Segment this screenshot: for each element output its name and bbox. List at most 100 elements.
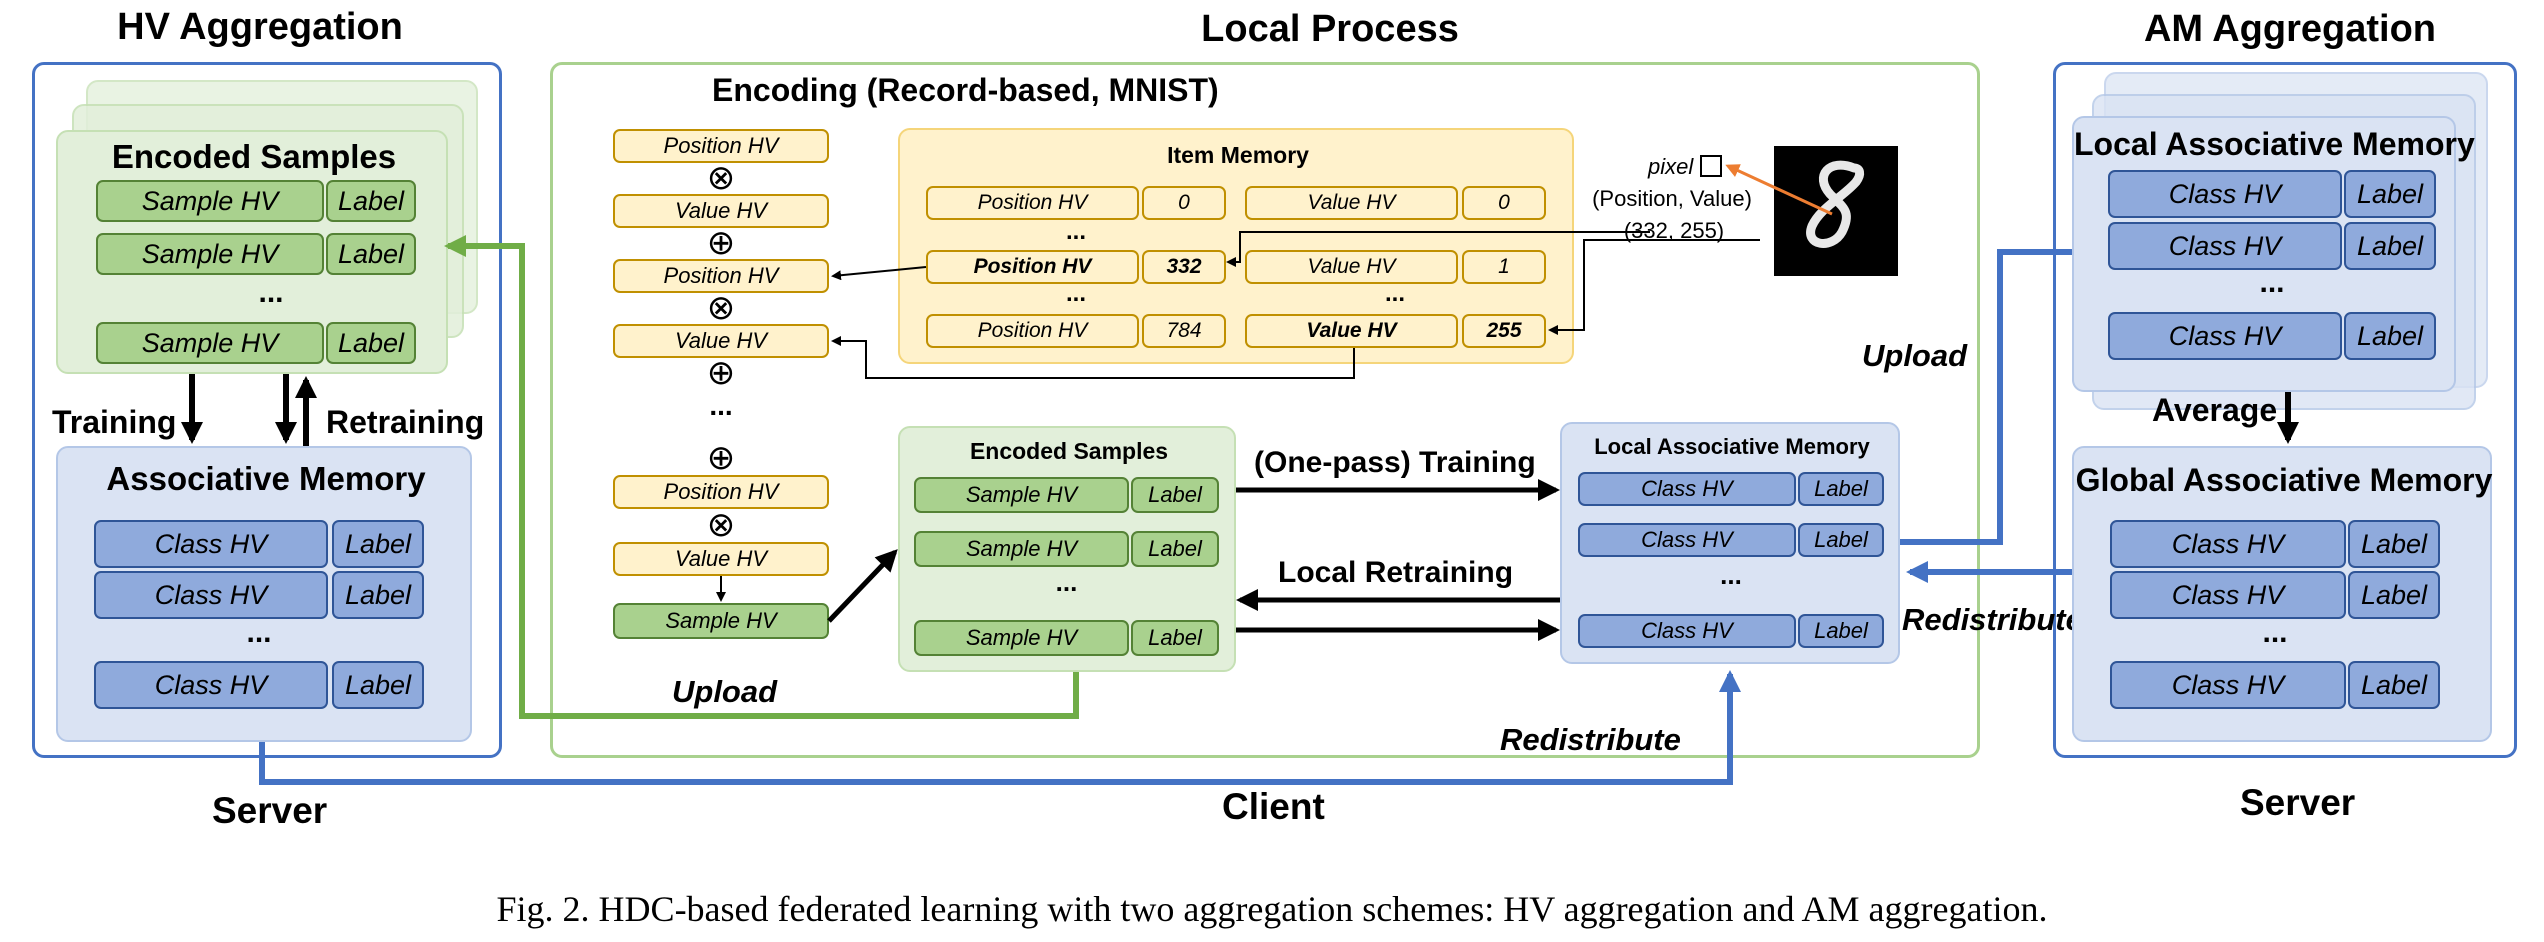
local-am-aggregation-title: Local Associative Memory xyxy=(2074,126,2475,162)
label-cell: Label xyxy=(1798,472,1884,506)
class-hv-cell: Class HV xyxy=(2110,661,2346,709)
am-aggregation-frame xyxy=(2053,62,2517,758)
upload-label-right: Upload xyxy=(1862,338,1968,373)
position-index-cell: 0 xyxy=(1142,186,1226,220)
pixel-label: pixel xyxy=(1648,154,1694,179)
class-hv-cell: Class HV xyxy=(2110,520,2346,568)
class-hv-cell: Class HV xyxy=(1578,472,1796,506)
upload-label-bottom: Upload xyxy=(672,674,778,709)
average-label: Average xyxy=(2152,392,2278,428)
label-cell: Label xyxy=(332,571,424,619)
value-hv-cell: Value HV xyxy=(613,324,829,358)
label-cell: Label xyxy=(1131,531,1219,567)
ellipsis: ... xyxy=(2259,266,2285,299)
position-hv-cell: Position HV xyxy=(613,475,829,509)
sample-hv-cell: Sample HV xyxy=(96,180,324,222)
encoded-samples-title: Encoded Samples xyxy=(111,138,397,175)
one-pass-training-label: (One-pass) Training xyxy=(1254,446,1536,479)
label-cell: Label xyxy=(2344,222,2436,270)
item-memory-title: Item Memory xyxy=(1167,142,1309,168)
label-cell: Label xyxy=(2348,520,2440,568)
label-cell: Label xyxy=(2348,661,2440,709)
local-associative-memory-title: Local Associative Memory xyxy=(1594,434,1870,459)
label-cell: Label xyxy=(326,322,416,364)
ellipsis: ... xyxy=(258,276,284,309)
class-hv-cell: Class HV xyxy=(94,661,328,709)
label-cell: Label xyxy=(1798,523,1884,557)
value-index-cell-selected: 255 xyxy=(1462,314,1546,348)
ellipsis: ... xyxy=(2262,616,2288,649)
sample-hv-cell: Sample HV xyxy=(914,477,1129,513)
mnist-digit-image xyxy=(1774,146,1898,276)
sample-hv-cell: Sample HV xyxy=(914,620,1129,656)
am-aggregation-title: AM Aggregation xyxy=(2143,8,2436,50)
label-cell: Label xyxy=(1131,620,1219,656)
sample-hv-cell: Sample HV xyxy=(613,603,829,639)
class-hv-cell: Class HV xyxy=(94,571,328,619)
server-right-label: Server xyxy=(2240,782,2356,823)
pixel-coordinates-label: (332, 255) xyxy=(1623,218,1725,243)
local-retraining-label: Local Retraining xyxy=(1278,556,1514,589)
ellipsis: ... xyxy=(246,616,272,649)
hv-aggregation-frame xyxy=(32,62,502,758)
redistribute-label-bottom: Redistribute xyxy=(1500,722,1681,757)
value-hv-cell: Value HV xyxy=(1245,250,1458,284)
label-cell: Label xyxy=(326,233,416,275)
label-cell: Label xyxy=(332,520,424,568)
value-index-cell: 0 xyxy=(1462,186,1546,220)
ellipsis: ... xyxy=(1384,280,1405,307)
class-hv-cell: Class HV xyxy=(2108,222,2342,270)
ellipsis: ... xyxy=(1065,218,1086,245)
bundle-operator: ⊕ xyxy=(706,224,736,262)
value-index-cell: 1 xyxy=(1462,250,1546,284)
training-label: Training xyxy=(52,404,177,440)
bind-operator: ⊗ xyxy=(706,506,736,544)
sample-hv-cell: Sample HV xyxy=(914,531,1129,567)
value-hv-cell: Value HV xyxy=(613,194,829,228)
position-hv-cell: Position HV xyxy=(926,314,1139,348)
position-hv-cell: Position HV xyxy=(613,259,829,293)
global-associative-memory-title: Global Associative Memory xyxy=(2075,462,2493,498)
value-hv-cell-selected: Value HV xyxy=(1245,314,1458,348)
ellipsis: ... xyxy=(1720,560,1742,590)
value-hv-cell: Value HV xyxy=(613,542,829,576)
class-hv-cell: Class HV xyxy=(2108,312,2342,360)
figure-caption: Fig. 2. HDC-based federated learning wit… xyxy=(496,889,2048,929)
label-cell: Label xyxy=(2344,170,2436,218)
ellipsis: ... xyxy=(1065,280,1086,307)
client-label: Client xyxy=(1222,786,1325,827)
label-cell: Label xyxy=(326,180,416,222)
bind-operator: ⊗ xyxy=(706,289,736,327)
class-hv-cell: Class HV xyxy=(1578,614,1796,648)
class-hv-cell: Class HV xyxy=(2110,571,2346,619)
pixel-square-icon xyxy=(1700,155,1722,177)
local-encoded-samples-title: Encoded Samples xyxy=(969,438,1169,464)
value-hv-cell: Value HV xyxy=(1245,186,1458,220)
retraining-label: Retraining xyxy=(326,404,485,440)
bundle-operator: ⊕ xyxy=(706,439,736,477)
position-hv-cell-selected: Position HV xyxy=(926,250,1139,284)
encoding-title: Encoding (Record-based, MNIST) xyxy=(712,72,1219,108)
label-cell: Label xyxy=(332,661,424,709)
label-cell: Label xyxy=(2344,312,2436,360)
class-hv-cell: Class HV xyxy=(2108,170,2342,218)
ellipsis: ... xyxy=(709,390,733,421)
class-hv-cell: Class HV xyxy=(94,520,328,568)
redistribute-label-right: Redistribute xyxy=(1902,602,2083,637)
position-index-cell: 784 xyxy=(1142,314,1226,348)
label-cell: Label xyxy=(1131,477,1219,513)
bind-operator: ⊗ xyxy=(706,159,736,197)
local-process-title: Local Process xyxy=(1201,8,1459,50)
position-hv-cell: Position HV xyxy=(926,186,1139,220)
local-process-frame xyxy=(550,62,1980,758)
server-left-label: Server xyxy=(212,790,328,831)
position-index-cell-selected: 332 xyxy=(1142,250,1226,284)
bundle-operator: ⊕ xyxy=(706,354,736,392)
class-hv-cell: Class HV xyxy=(1578,523,1796,557)
label-cell: Label xyxy=(1798,614,1884,648)
sample-hv-cell: Sample HV xyxy=(96,322,324,364)
position-hv-cell: Position HV xyxy=(613,129,829,163)
label-cell: Label xyxy=(2348,571,2440,619)
pixel-position-value-label: (Position, Value) xyxy=(1592,186,1752,211)
